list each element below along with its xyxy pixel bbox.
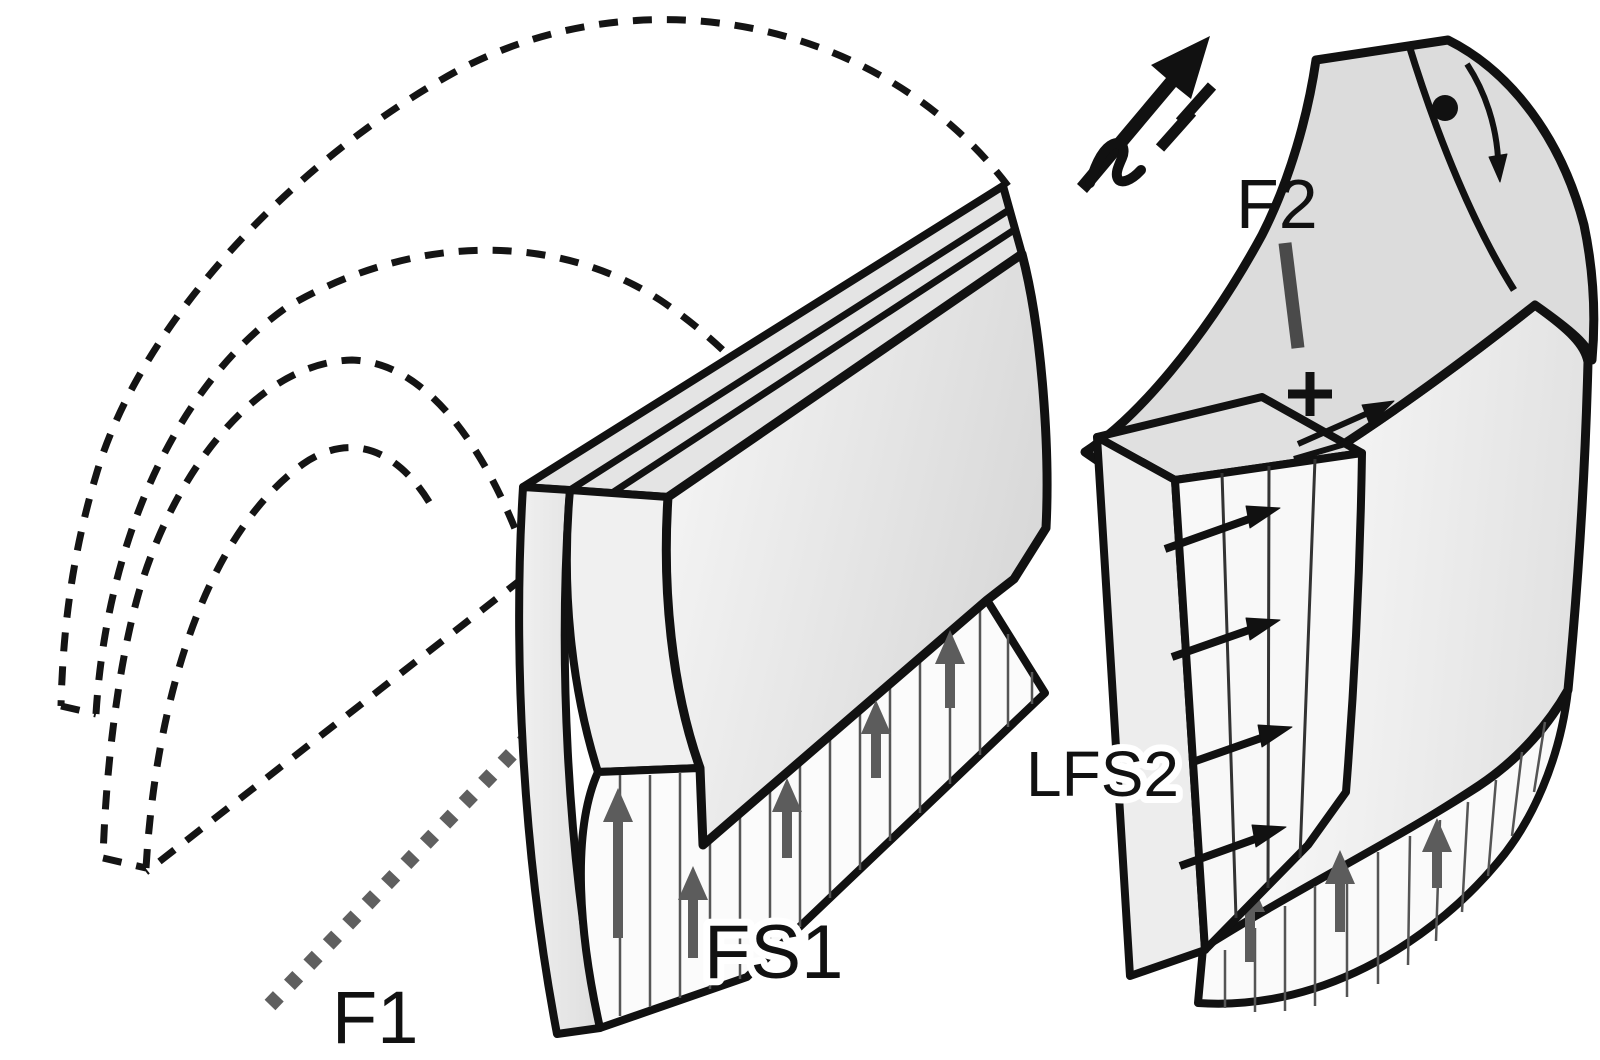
- ghost-layer-end-step-1: [60, 702, 97, 718]
- up-arrow-icon: [1422, 818, 1452, 888]
- right-fold-structure: [1080, 35, 1599, 1012]
- shear-half-arrow: [1293, 400, 1395, 462]
- right-arrow-head: [1257, 724, 1293, 748]
- fs1-label: FS1: [704, 910, 843, 995]
- up-arrow-icon: [935, 630, 965, 708]
- f1-axis-dotted-line: [264, 706, 558, 1011]
- bottom-foliation-band: [1194, 686, 1572, 1008]
- up-arrow-icon: [603, 788, 633, 938]
- f2-axis-tick: [1278, 242, 1305, 349]
- ghost-arc-2: [92, 246, 803, 715]
- up-arrow-icon: [861, 700, 891, 778]
- lfs2-black-arrows: [1163, 505, 1293, 870]
- n-glyph: [1085, 138, 1146, 188]
- up-arrow-icon: [678, 866, 708, 958]
- transport-arrow: [1077, 36, 1210, 193]
- plus-symbol: [1288, 372, 1332, 416]
- ghost-arc-inner: [142, 444, 440, 869]
- right-arrow-head: [1251, 824, 1287, 848]
- left-block-front-face: [661, 249, 1052, 850]
- up-arrow-icon: [1325, 850, 1355, 932]
- fold-top-band-layer-line: [1404, 40, 1517, 292]
- shear-arrow-head: [1361, 400, 1395, 426]
- ghost-straight-limb: [143, 575, 526, 875]
- transport-arrow-symbol: [1077, 36, 1217, 193]
- ghost-arc-3: [99, 356, 531, 859]
- right-arrow-icon: [1178, 834, 1260, 870]
- right-arrow-icon: [1170, 625, 1254, 661]
- right-arrow-head: [1245, 617, 1281, 641]
- f1-label: F1: [332, 976, 418, 1059]
- right-arrow-icon: [1163, 514, 1254, 553]
- left-block-top-face-layer-lines: [568, 207, 1016, 496]
- ghost-fold-dashed-outline: [57, 16, 1011, 875]
- ghost-arc-outer: [57, 16, 1011, 707]
- hinge-dot-symbol: [1432, 95, 1458, 121]
- up-arrow-icon: [772, 778, 802, 858]
- f2-label: F2: [1236, 165, 1318, 243]
- shear-arrow-underline: [1293, 439, 1353, 462]
- plunge-curved-arrow: [1464, 62, 1508, 183]
- plunge-arrow-head: [1488, 153, 1508, 183]
- double-tick-marks: [1155, 82, 1217, 152]
- lfs2-label: LFS2: [1026, 738, 1179, 810]
- right-arrow-icon: [1188, 733, 1266, 767]
- bottom-foliation-lines: [1223, 721, 1547, 1012]
- right-arrow-head: [1245, 505, 1281, 529]
- plunge-arrow-line: [1464, 62, 1501, 159]
- shear-arrow-line: [1296, 410, 1370, 447]
- fs1-gray-arrows: [603, 630, 965, 958]
- ghost-layer-end-step-2: [102, 854, 147, 872]
- left-block: [515, 182, 1052, 1038]
